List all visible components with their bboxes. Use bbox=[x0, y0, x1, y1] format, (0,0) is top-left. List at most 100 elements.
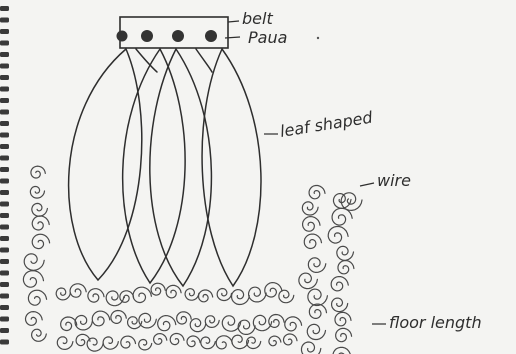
wire-swirl bbox=[30, 187, 44, 199]
wire-swirl bbox=[31, 166, 45, 178]
wire-swirl bbox=[331, 277, 348, 291]
wire-swirl bbox=[217, 289, 231, 301]
binding-ring bbox=[0, 317, 9, 322]
binding-ring bbox=[0, 282, 9, 287]
paua-label: Paua bbox=[248, 28, 287, 47]
wire-swirl bbox=[232, 290, 250, 305]
wire-swirl bbox=[307, 324, 325, 339]
leaf-panel bbox=[196, 49, 212, 72]
wire-swirl bbox=[338, 261, 354, 274]
wire-swirl bbox=[309, 304, 326, 318]
wire-swirl bbox=[190, 319, 206, 332]
binding-ring bbox=[0, 29, 9, 34]
leaf-label: leaf shaped bbox=[279, 107, 375, 140]
leaf-panel bbox=[69, 49, 142, 280]
binding-ring bbox=[0, 259, 9, 264]
wire-swirl bbox=[57, 337, 73, 350]
wire-swirl bbox=[32, 234, 49, 248]
belt-label: belt bbox=[242, 9, 273, 28]
wire-swirl bbox=[166, 285, 181, 298]
wire-swirl bbox=[304, 234, 321, 248]
floor-label: floor length bbox=[389, 313, 482, 332]
wire-swirl bbox=[158, 316, 176, 331]
wire-swirl bbox=[28, 290, 46, 305]
wire-swirl bbox=[309, 186, 325, 199]
wire-swirl bbox=[111, 311, 126, 324]
binding-ring bbox=[0, 98, 9, 103]
binding-ring bbox=[0, 248, 9, 253]
binding-ring bbox=[0, 202, 9, 207]
wire-swirl bbox=[336, 328, 352, 341]
wire-swirl bbox=[75, 316, 92, 330]
wire-swirl bbox=[269, 336, 281, 346]
binding-ring bbox=[0, 156, 9, 161]
leaf-panel bbox=[123, 49, 185, 283]
wire-swirl bbox=[279, 290, 294, 303]
binding-ring bbox=[0, 236, 9, 241]
wire-swirl bbox=[121, 336, 136, 348]
wire-swirl bbox=[61, 317, 77, 331]
wire-swirl bbox=[302, 202, 318, 215]
wire-swirl bbox=[332, 298, 348, 312]
wire-swirl bbox=[303, 217, 320, 232]
binding-ring bbox=[0, 52, 9, 57]
binding-ring bbox=[0, 167, 9, 172]
binding-ring bbox=[0, 328, 9, 333]
wire-swirl bbox=[269, 315, 284, 328]
wire-swirl bbox=[32, 216, 49, 230]
wire-swirl bbox=[335, 312, 351, 325]
binding-ring bbox=[0, 340, 9, 345]
binding-ring bbox=[0, 225, 9, 230]
binding-ring bbox=[0, 87, 9, 92]
wire-swirl bbox=[247, 337, 261, 348]
paua-dot bbox=[172, 30, 184, 42]
wire-swirl bbox=[308, 289, 328, 305]
binding-ring bbox=[0, 213, 9, 218]
wire-swirl bbox=[133, 287, 151, 302]
binding-ring bbox=[0, 190, 9, 195]
wire-swirl bbox=[249, 287, 267, 302]
wire-leader bbox=[360, 183, 374, 186]
wire-swirl bbox=[23, 271, 43, 288]
wire-swirl bbox=[151, 283, 165, 295]
paua-dot bbox=[141, 30, 153, 42]
wire-swirl bbox=[103, 337, 118, 349]
wire-swirl bbox=[185, 289, 199, 301]
binding-ring bbox=[0, 110, 9, 115]
wire-swirl bbox=[56, 288, 70, 300]
wire-swirl bbox=[32, 203, 48, 216]
binding-ring bbox=[0, 271, 9, 276]
wire-swirl bbox=[216, 336, 232, 349]
binding-ring bbox=[0, 133, 9, 138]
wire-swirl bbox=[24, 254, 44, 270]
wire-swirl bbox=[70, 284, 86, 297]
binding-ring bbox=[0, 144, 9, 149]
wire-label: wire bbox=[377, 171, 411, 190]
wire-swirl bbox=[170, 334, 184, 345]
wire-swirl bbox=[302, 342, 321, 354]
paua-mark bbox=[317, 37, 319, 39]
leaf-panel bbox=[136, 49, 157, 72]
wire-swirl bbox=[201, 337, 216, 349]
paua-dot bbox=[117, 31, 128, 42]
wire-swirl bbox=[187, 336, 200, 347]
notebook-binding bbox=[0, 6, 9, 345]
wire-swirl bbox=[333, 347, 351, 354]
binding-ring bbox=[0, 305, 9, 310]
wire-swirl bbox=[328, 227, 348, 244]
wire-swirl bbox=[199, 290, 213, 302]
wire-swirl bbox=[337, 246, 354, 260]
wire-swirl bbox=[284, 334, 298, 345]
wire-swirls bbox=[23, 166, 362, 354]
wire-swirl bbox=[285, 317, 302, 331]
binding-ring bbox=[0, 41, 9, 46]
binding-ring bbox=[0, 64, 9, 69]
binding-ring bbox=[0, 179, 9, 184]
binding-ring bbox=[0, 294, 9, 299]
binding-ring bbox=[0, 121, 9, 126]
wire-swirl bbox=[26, 312, 43, 326]
wire-swirl bbox=[139, 313, 156, 328]
binding-ring bbox=[0, 18, 9, 23]
